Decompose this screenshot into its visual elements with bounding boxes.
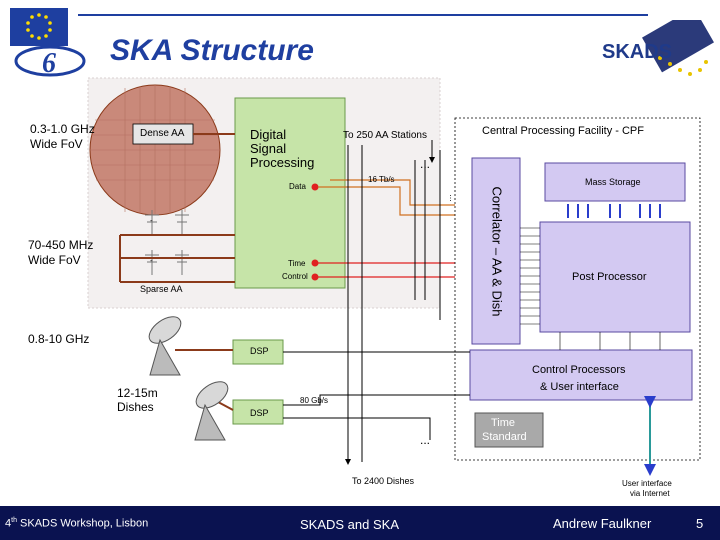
dots-stations: ... bbox=[420, 157, 431, 171]
footer-workshop: 4th SKADS Workshop, Lisbon bbox=[5, 517, 149, 530]
dsp-output-links bbox=[283, 351, 470, 440]
data-dot bbox=[311, 183, 319, 191]
header-rule bbox=[78, 14, 648, 16]
control-processors-box bbox=[469, 349, 693, 401]
label-to-stations: To 250 AA Stations bbox=[343, 130, 427, 141]
footer-author: Andrew Faulkner bbox=[553, 516, 652, 531]
label-user-interface: & User interface bbox=[540, 381, 619, 393]
label-time-standard-1: Time bbox=[491, 417, 516, 429]
mass-storage-box bbox=[544, 162, 686, 202]
control-links bbox=[559, 332, 661, 350]
label-sparse-aa: Sparse AA bbox=[140, 284, 183, 294]
tick-label-2: - bbox=[150, 256, 153, 265]
label-time: Time bbox=[288, 259, 306, 268]
page-title: SKA Structure bbox=[110, 34, 314, 67]
label-mass-storage: Mass Storage bbox=[585, 177, 641, 187]
label-dishes: Dishes bbox=[117, 400, 154, 414]
fp6-logo: 6 bbox=[14, 44, 86, 79]
cpf-box bbox=[454, 117, 701, 461]
label-dense-aa: Dense AA bbox=[140, 128, 185, 139]
label-freq-dish: 0.8-10 GHz bbox=[28, 332, 90, 346]
label-dsp-box-1: DSP bbox=[250, 346, 269, 356]
label-freq-low: 70-450 MHz bbox=[28, 238, 94, 252]
label-user-internet-1: User interface bbox=[622, 479, 672, 488]
dsp-box-2 bbox=[232, 399, 284, 425]
label-to-dishes: To 2400 Dishes bbox=[352, 476, 415, 486]
time-standard-box bbox=[474, 412, 544, 448]
svg-text:6: 6 bbox=[42, 48, 56, 78]
label-post-processor: Post Processor bbox=[572, 271, 647, 283]
label-correlator: Correlator – AA & Dish bbox=[489, 186, 505, 317]
storage-arrows bbox=[567, 204, 661, 218]
label-fov-low: Wide FoV bbox=[28, 253, 81, 267]
sparse-aa-links bbox=[119, 234, 235, 283]
correlator-links bbox=[520, 227, 540, 325]
label-dishes-size: 12-15m bbox=[117, 386, 158, 400]
data-fibres bbox=[318, 179, 455, 216]
dish-2 bbox=[194, 381, 229, 441]
skads-logo: SKADS bbox=[600, 7, 715, 90]
label-dsp-3: Processing bbox=[250, 155, 315, 170]
dsp-station-box bbox=[234, 97, 346, 289]
label-data: Data bbox=[289, 182, 306, 191]
tick-label-1: - bbox=[150, 216, 153, 225]
control-dot bbox=[311, 273, 319, 281]
dots-dishes: ... bbox=[420, 433, 431, 447]
label-dsp-box-2: DSP bbox=[250, 408, 269, 418]
label-fov-high: Wide FoV bbox=[30, 137, 83, 151]
label-time-standard-2: Standard bbox=[482, 431, 527, 443]
footer-page-number: 5 bbox=[696, 516, 704, 531]
label-rate16: 16 Tb/s bbox=[368, 175, 395, 184]
sparse-aa-antennas bbox=[145, 210, 189, 275]
post-processor-box bbox=[539, 221, 691, 333]
footer-center: SKADS and SKA bbox=[300, 517, 399, 532]
correlator-box bbox=[471, 157, 521, 345]
dots-correlator: ... bbox=[447, 194, 458, 202]
skads-logo-text: SKADS bbox=[602, 41, 672, 63]
footer-bar: 4th SKADS Workshop, Lisbon SKADS and SKA… bbox=[0, 506, 720, 540]
label-control: Control bbox=[282, 272, 308, 281]
label-dsp-1: Digital bbox=[250, 127, 287, 142]
ska-structure-diagram bbox=[87, 77, 701, 476]
label-freq-high: 0.3-1.0 GHz bbox=[30, 122, 95, 136]
eu-flag-logo bbox=[10, 8, 68, 46]
dish-1 bbox=[148, 316, 182, 376]
label-user-internet-2: via Internet bbox=[630, 489, 670, 498]
label-control-processors: Control Processors bbox=[532, 364, 626, 376]
time-dot bbox=[311, 259, 319, 267]
label-rate80: 80 Gb/s bbox=[300, 396, 329, 405]
label-cpf: Central Processing Facility - CPF bbox=[482, 125, 644, 137]
label-dsp-2: Signal bbox=[250, 141, 287, 156]
